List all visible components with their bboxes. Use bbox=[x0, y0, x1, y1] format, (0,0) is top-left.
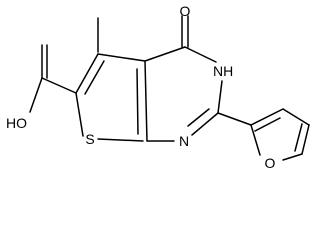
chemical-structure: O NH N S HO O bbox=[6, 3, 310, 171]
bond-furan-c4-c5-outer bbox=[301, 124, 310, 155]
bond-c6-s bbox=[75, 92, 84, 137]
bond-c2-n1-inner bbox=[187, 108, 210, 127]
bond-furan-c3-c4 bbox=[282, 108, 310, 126]
bond-c7a-c4a-outer bbox=[144, 60, 148, 142]
bond-c4-n3 bbox=[184, 46, 217, 63]
atom-hydroxyl: HO bbox=[6, 115, 27, 131]
bond-furan-c4-c5-inner bbox=[294, 123, 303, 152]
bond-c7a-c4a-inner bbox=[136, 68, 139, 135]
bond-furan-c2-c3-outer bbox=[250, 108, 284, 126]
bond-c5-c6-inner bbox=[84, 60, 105, 95]
bond-furan-c5-o bbox=[282, 153, 303, 161]
atom-carbonyl-oxygen: O bbox=[180, 3, 191, 19]
atom-ring-nh: NH bbox=[213, 63, 233, 79]
bond-c6-cooh bbox=[41, 77, 77, 94]
bond-c2-furan bbox=[217, 112, 252, 126]
bond-c4a-c4 bbox=[144, 46, 186, 62]
bond-n3-c2 bbox=[217, 80, 223, 114]
bond-furan-c2-c3-inner bbox=[254, 117, 281, 132]
atom-furan-oxygen: O bbox=[265, 155, 276, 171]
bond-c2-n1-outer bbox=[191, 112, 219, 136]
bond-c5-c4a bbox=[97, 53, 146, 62]
bond-furan-o-c2 bbox=[250, 124, 261, 156]
bond-c5-c6-outer bbox=[75, 53, 99, 94]
bond-s-c7a bbox=[97, 138, 144, 142]
atom-ring-n: N bbox=[179, 133, 189, 149]
bond-cooh-oh bbox=[29, 77, 43, 113]
atom-thiophene-sulfur: S bbox=[85, 131, 94, 147]
